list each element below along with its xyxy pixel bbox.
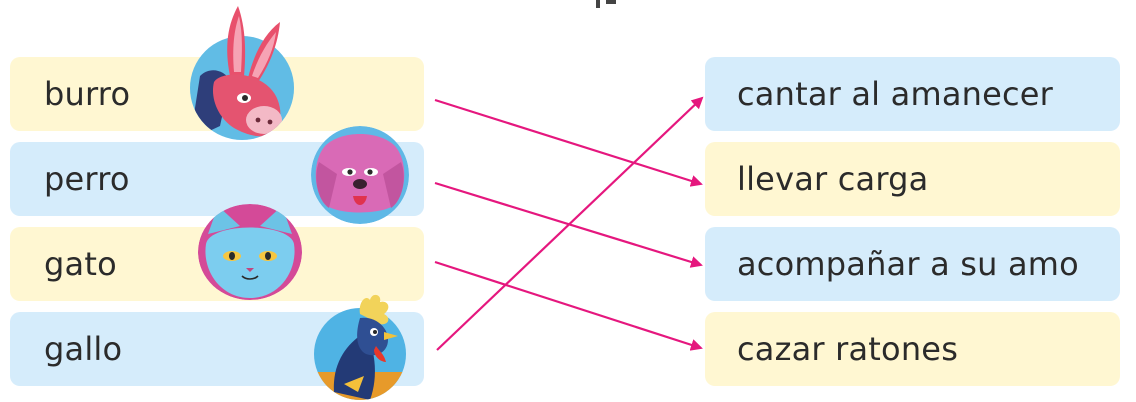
right-item-label: llevar carga [737,160,929,198]
donkey-icon [190,6,294,140]
left-item-label: gallo [44,330,123,368]
left-item-label: gato [44,245,117,283]
arrow-perro-to-acompanar [434,181,703,268]
right-item-label: cazar ratones [737,330,959,368]
right-item-label: cantar al amanecer [737,75,1054,113]
arrow-gallo-to-cantar [436,96,704,351]
left-item-label: perro [44,160,130,198]
cut-off-heading-fragment [596,0,616,8]
rooster-icon [314,292,408,402]
arrow-gato-to-cazar-ratones [434,260,703,351]
right-item-acompanar[interactable]: acompañar a su amo [705,227,1120,301]
dog-icon [311,126,409,224]
right-item-cazar[interactable]: cazar ratones [705,312,1120,386]
cat-icon [198,204,302,300]
left-item-label: burro [44,75,131,113]
right-item-cantar[interactable]: cantar al amanecer [705,57,1120,131]
right-item-label: acompañar a su amo [737,245,1079,283]
right-item-llevar[interactable]: llevar carga [705,142,1120,216]
arrow-burro-to-llevar-carga [434,98,703,187]
